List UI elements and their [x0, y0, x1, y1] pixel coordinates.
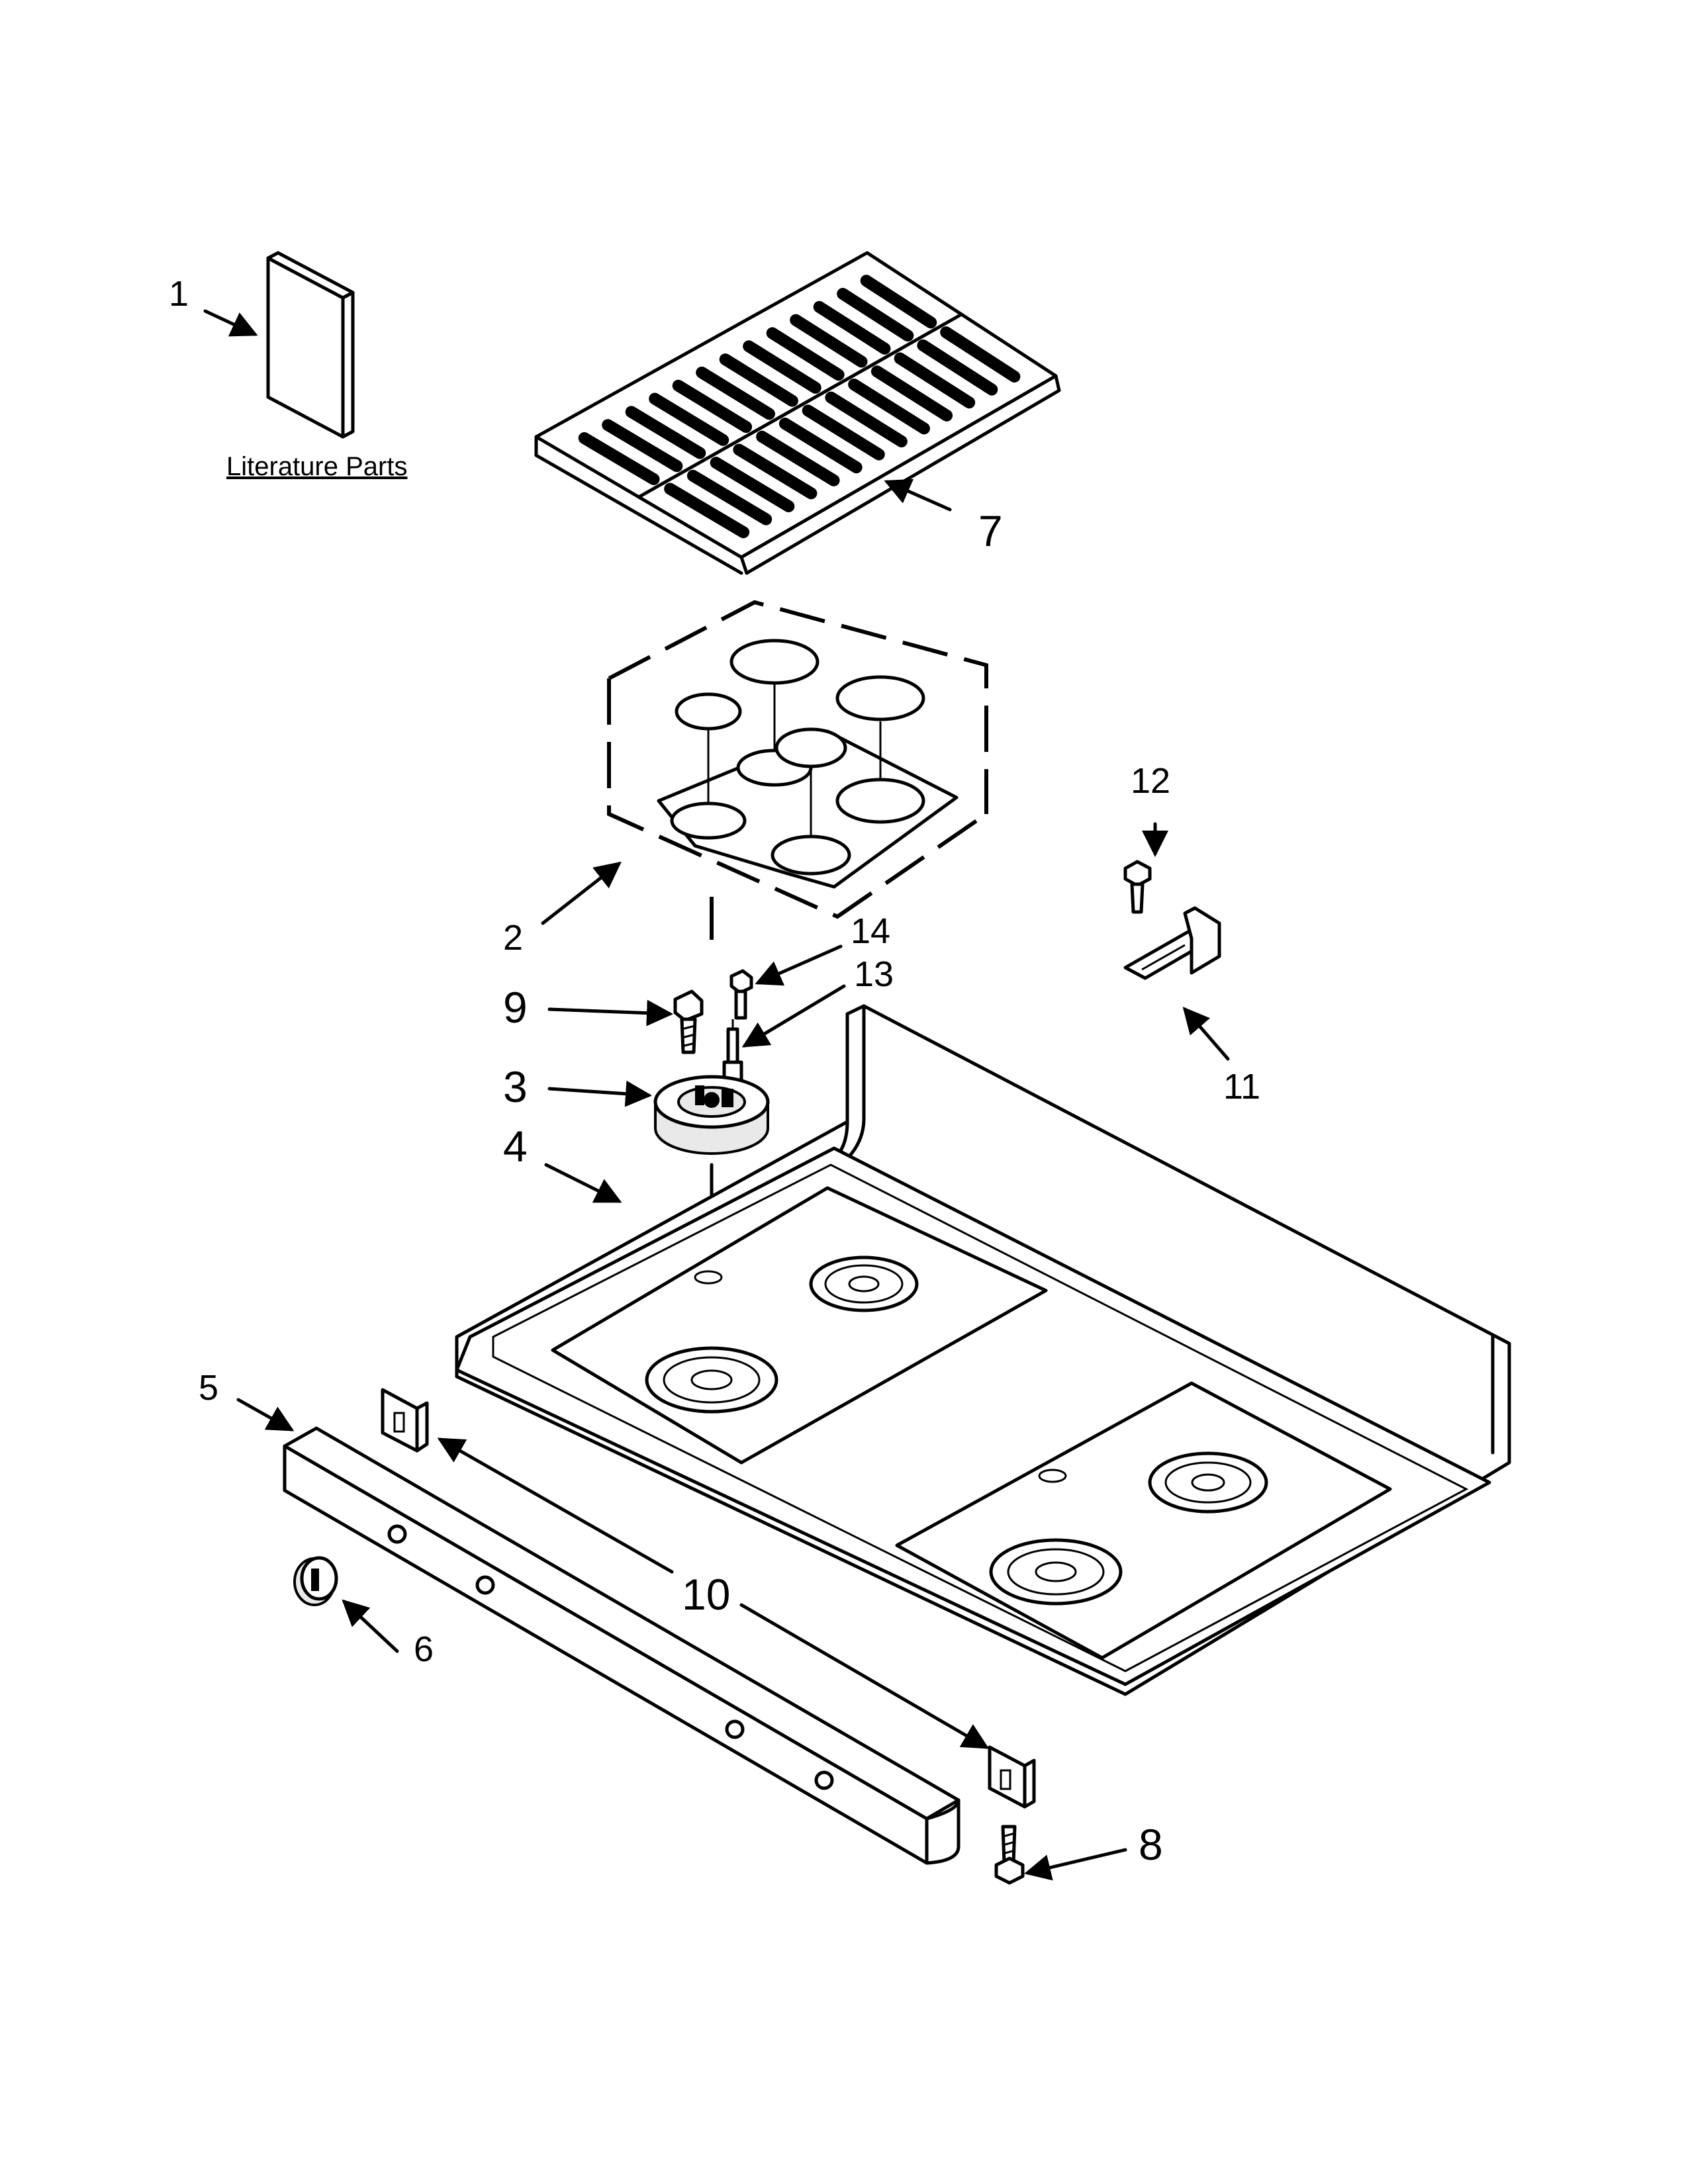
literature-parts-label: Literature Parts — [226, 452, 407, 481]
grate-bar — [825, 391, 908, 447]
knob-hole-2 — [475, 1575, 495, 1595]
callout-12: 12 — [1131, 761, 1170, 801]
grate-bar — [756, 430, 840, 486]
grate-bar — [719, 353, 798, 407]
grate-bar — [848, 378, 930, 435]
grate-bar — [802, 404, 885, 461]
burner-grate-part — [534, 251, 1061, 575]
grate-bar — [917, 339, 998, 396]
mounting-screw-part — [994, 1825, 1025, 1885]
grate-bar — [664, 482, 750, 539]
callout-4: 4 — [503, 1122, 528, 1171]
grate-bar — [625, 406, 706, 459]
grate-bar — [860, 275, 937, 329]
bracket-screw-part — [1123, 860, 1152, 914]
spark-electrode-part — [722, 1019, 743, 1084]
grate-bar — [940, 326, 1021, 383]
electrode-screw-part — [729, 969, 753, 1020]
burner-cap-front — [774, 727, 847, 768]
grate-bar — [813, 300, 891, 355]
burner-cap-large — [729, 639, 820, 685]
leader-lines — [203, 309, 1230, 1881]
grate-bar — [778, 418, 863, 474]
burner-base-part — [653, 1075, 770, 1155]
burner-hole-3 — [835, 778, 925, 824]
grate-bar — [894, 352, 976, 409]
callout-10: 10 — [682, 1570, 730, 1619]
grate-bar — [578, 432, 660, 485]
callout-11: 11 — [1223, 1067, 1260, 1107]
callout-6: 6 — [414, 1629, 434, 1669]
grate-bar — [686, 469, 773, 525]
burner-cap-medium — [835, 675, 925, 721]
grate-bar — [710, 457, 795, 512]
cooktop-bracket-part — [1123, 906, 1221, 980]
callout-9: 9 — [503, 983, 528, 1032]
knob-hole-1 — [387, 1524, 407, 1544]
burner-hole-1 — [670, 801, 747, 840]
callout-5: 5 — [199, 1368, 218, 1408]
burner-cap-small — [675, 692, 742, 731]
grate-bar — [602, 419, 683, 473]
grate-bar — [649, 392, 729, 446]
knob-hole-3 — [725, 1719, 745, 1739]
callout-2: 2 — [503, 918, 523, 958]
grate-bar — [837, 287, 914, 342]
burner-opening-left-front — [645, 1346, 778, 1414]
literature-booklet-part — [266, 251, 355, 439]
burner-caps-group — [607, 600, 988, 919]
callout-13: 13 — [854, 954, 894, 994]
cooktop-main-top-part — [455, 1004, 1511, 1696]
burner-screw-part — [673, 989, 704, 1054]
grate-bar — [790, 314, 868, 368]
burner-opening-right-front — [989, 1538, 1123, 1606]
control-knob-part — [293, 1556, 338, 1606]
control-panel-part — [283, 1426, 961, 1865]
callout-7: 7 — [978, 506, 1003, 555]
grate-bar — [870, 365, 953, 422]
burner-opening-right-rear — [1148, 1451, 1268, 1514]
grate-bar — [696, 366, 775, 420]
grate-bar — [733, 443, 818, 500]
callout-1: 1 — [169, 274, 189, 314]
callout-3: 3 — [503, 1062, 528, 1111]
grate-center-rail — [637, 312, 963, 499]
knob-hole-4 — [814, 1770, 834, 1790]
burner-hole-4 — [771, 835, 851, 876]
callout-8: 8 — [1139, 1820, 1163, 1869]
grate-bar — [743, 340, 821, 394]
grate-bar — [672, 379, 753, 433]
callout-14: 14 — [851, 911, 890, 951]
grate-bar — [766, 327, 845, 381]
panel-bracket-right-part — [988, 1745, 1036, 1809]
panel-bracket-left-part — [381, 1388, 429, 1453]
burner-opening-left-rear — [809, 1255, 919, 1312]
